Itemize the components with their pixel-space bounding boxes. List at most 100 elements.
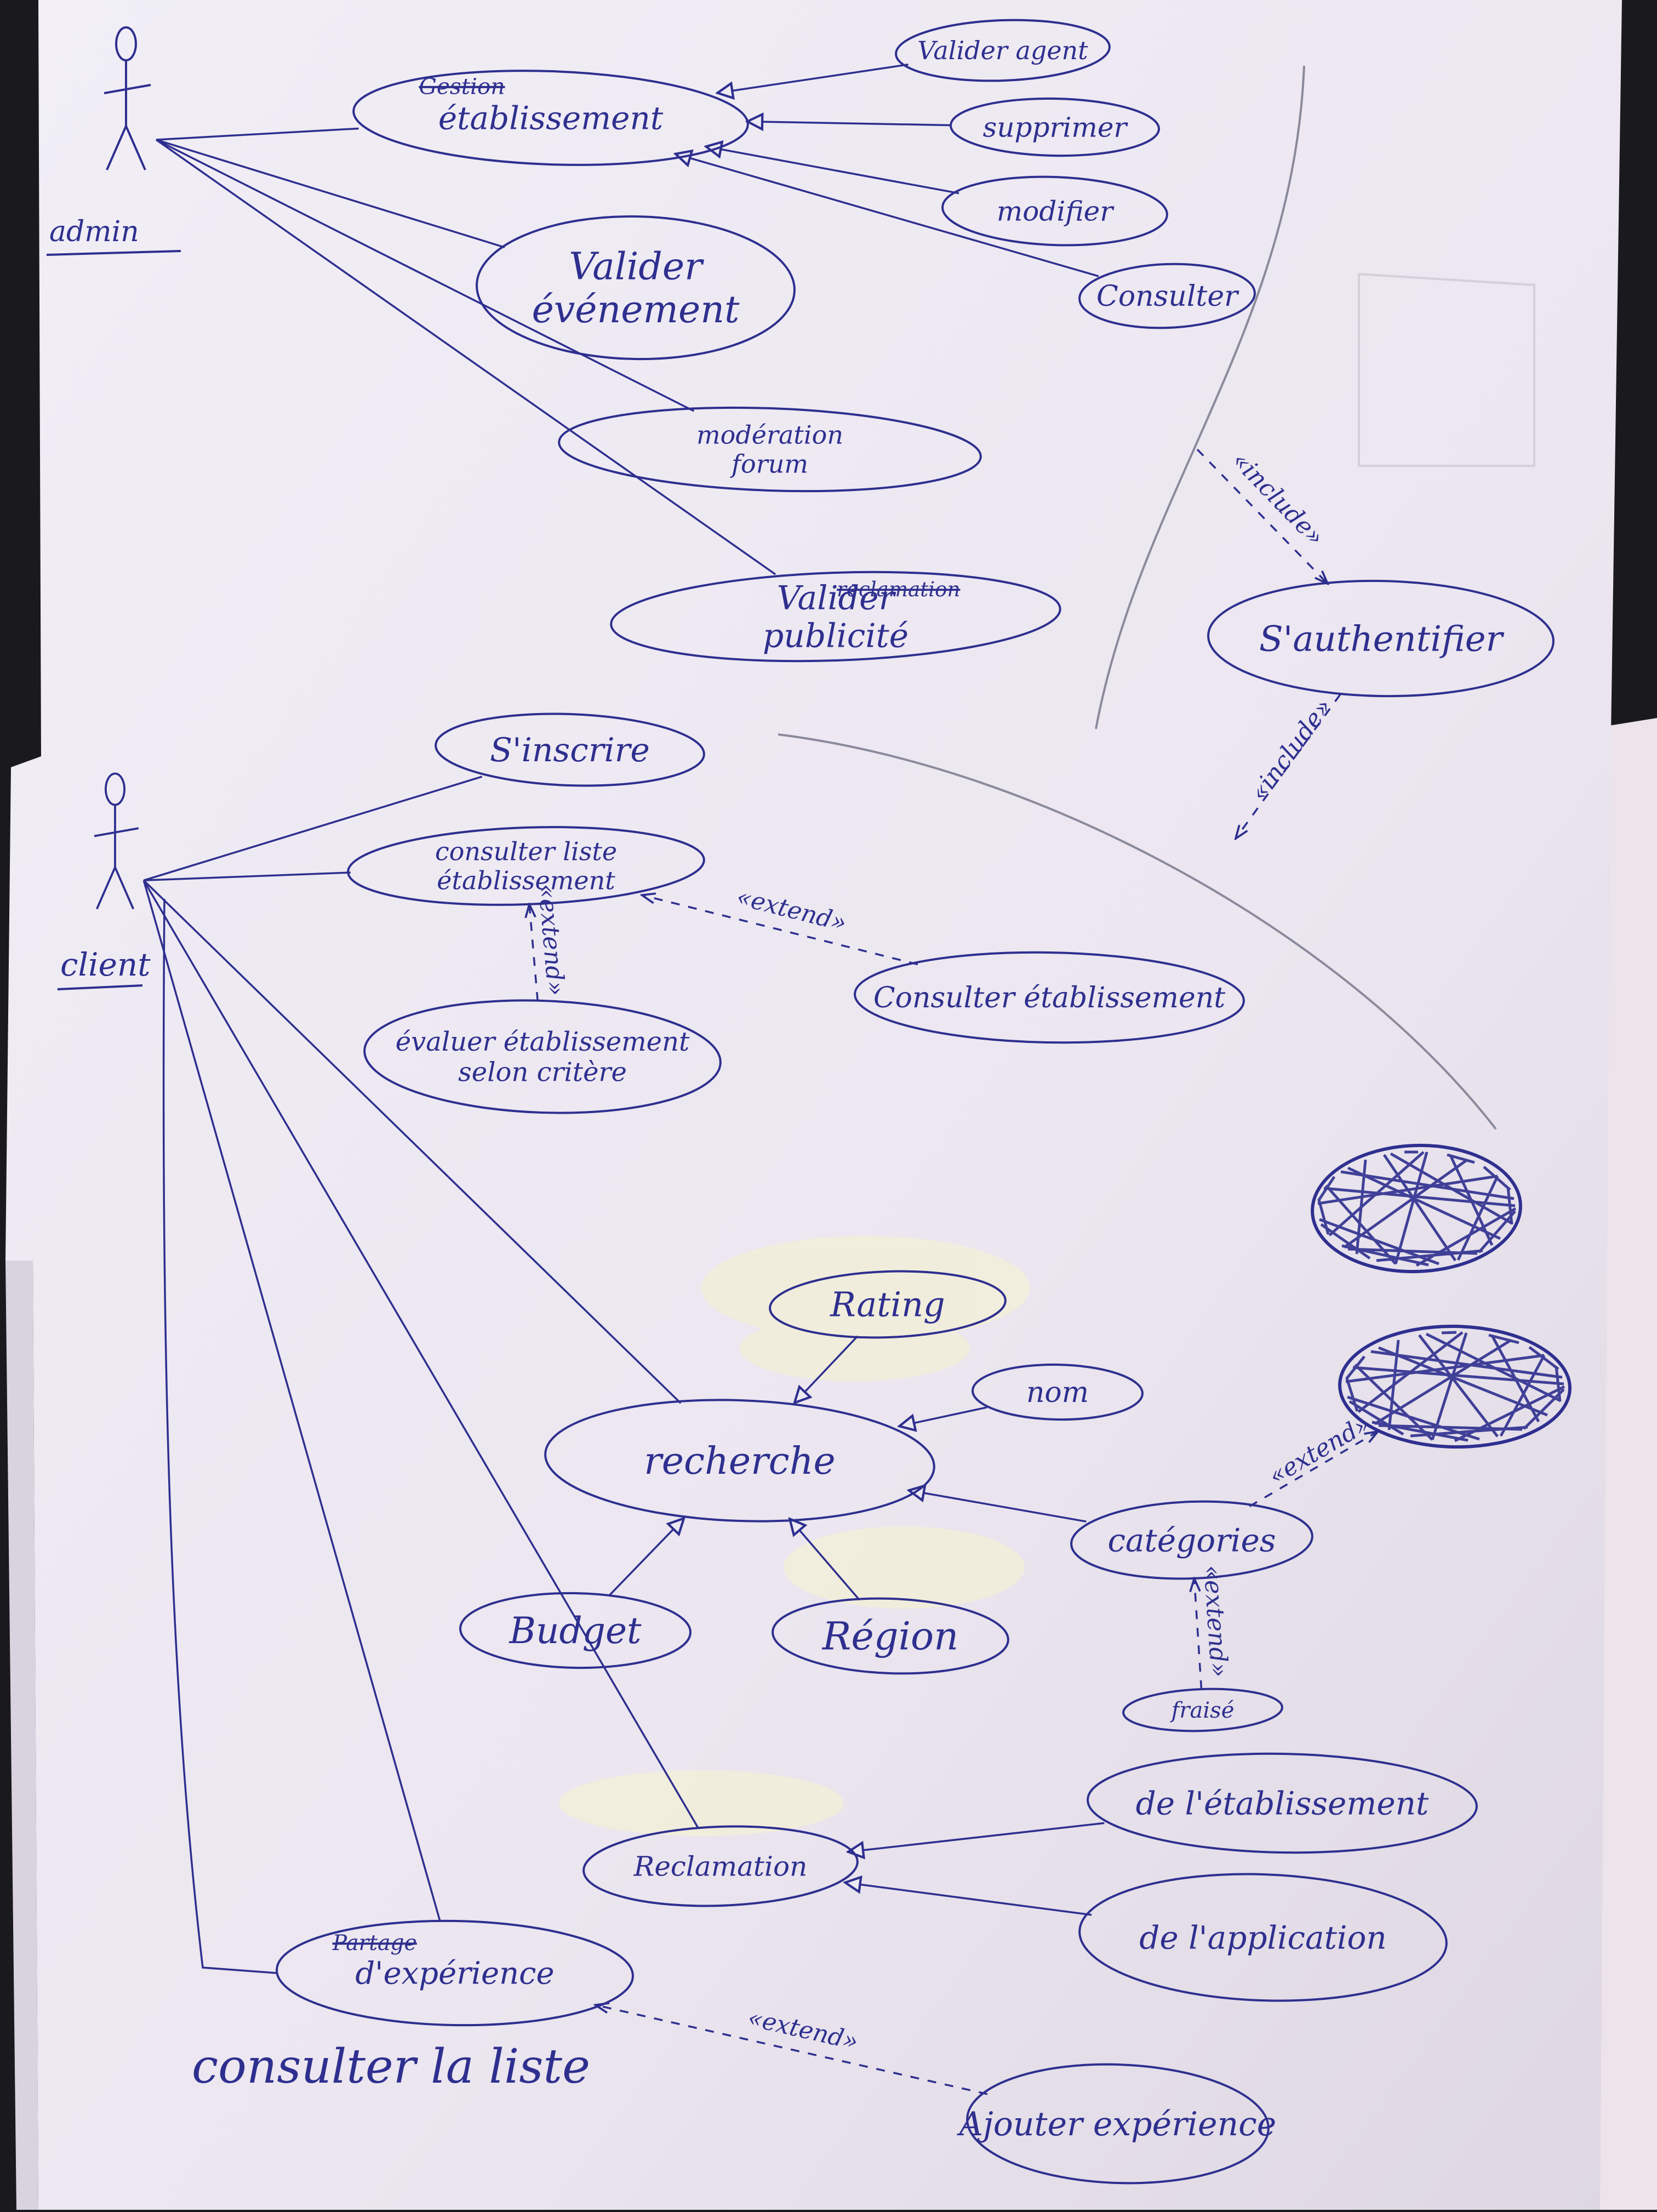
use-case-label: Consulter: [1096, 280, 1239, 313]
relation-include-authentifier-client_boundary: [1236, 694, 1341, 839]
stick-figure-icon: [104, 26, 151, 170]
use-case-ellipse: [1070, 1500, 1313, 1580]
relation-association-client-inscrire: [143, 776, 483, 881]
use-case-scribble-2: [1338, 1324, 1572, 1449]
use-case-label: établissement: [437, 866, 615, 896]
use-case-label: de l'établissement: [1136, 1785, 1429, 1822]
use-case-ellipse: [276, 1919, 634, 2027]
use-case-ellipse: [544, 1399, 935, 1523]
relation-extend-ajouter_experience-partage_experience: [596, 2005, 988, 2095]
use-case-ellipse: [363, 999, 722, 1114]
use-case-ellipse: [854, 951, 1245, 1044]
use-case-ajouter-experience: Ajouter expérience: [957, 2063, 1276, 2185]
relation-association-client-partage_experience: [142, 880, 441, 1922]
relation-generalization-supprimer-gestion_etab: [747, 122, 951, 126]
use-case-label: recherche: [644, 1440, 836, 1483]
client-side-line: [162, 898, 277, 1974]
use-case-ellipse: [459, 1592, 692, 1669]
use-case-reclamation-etab: de l'établissement: [1087, 1752, 1478, 1854]
use-case-label: catégories: [1107, 1521, 1276, 1559]
relation-generalization-modifier-gestion_etab: [706, 146, 959, 195]
use-case-fraise: fraisé: [1122, 1687, 1283, 1732]
crossed-out-prefix: Gestion: [419, 73, 505, 100]
use-case-modifier: modifier: [941, 175, 1168, 247]
relation-generalization-valider_agent-gestion_etab: [717, 63, 909, 93]
actors-layer: admin client: [46, 26, 181, 990]
stick-figure-icon: [94, 772, 139, 910]
relation-generalization-budget-recherche: [609, 1518, 684, 1596]
use-case-reclamation-app: de l'application: [1078, 1873, 1448, 2002]
use-case-consulter-etab: Consulter établissement: [854, 951, 1245, 1044]
use-case-label: supprimer: [983, 112, 1129, 144]
use-case-label: événement: [532, 288, 740, 332]
use-case-ellipse: [558, 406, 982, 493]
use-case-authentifier: S'authentifier: [1207, 579, 1555, 698]
actor-label: client: [60, 946, 151, 983]
use-case-ellipse: [895, 19, 1111, 82]
note-consulter-la-liste: consulter la liste: [192, 2039, 590, 2094]
relation-generalization-reclamation_etab-reclamation: [848, 1822, 1105, 1852]
relation-association-client-recherche: [143, 880, 682, 1404]
use-case-ellipse: [1122, 1687, 1283, 1732]
use-case-label: selon critère: [458, 1057, 627, 1087]
correction-fluid-marks: [559, 1236, 1030, 1836]
relation-generalization-reclamation_app-reclamation: [845, 1883, 1092, 1916]
use-case-ellipse: [610, 571, 1061, 663]
actor-admin: [104, 26, 151, 170]
use-case-label: Région: [821, 1614, 959, 1659]
paper-sheet: [5, 0, 1622, 2210]
relation-association-admin-valider_publicite: [155, 139, 776, 575]
use-case-ellipse: [476, 215, 796, 361]
use-case-budget: Budget: [459, 1592, 692, 1669]
use-case-label: Valider agent: [917, 36, 1088, 65]
use-case-label: modération: [696, 420, 843, 450]
crossed-out-prefix: Partage: [332, 1931, 417, 1956]
use-case-region: Région: [772, 1597, 1009, 1675]
use-case-scribble-1: [1311, 1143, 1522, 1274]
use-case-recherche: recherche: [544, 1399, 935, 1523]
use-case-label: forum: [730, 449, 808, 479]
pencil-lines: [778, 65, 1535, 1130]
use-case-label: fraisé: [1170, 1698, 1235, 1723]
use-case-consulter: Consulter: [1078, 263, 1256, 329]
relation-extend-consulter_etab-consulter_liste_etab: [642, 895, 918, 966]
actor-label: admin: [49, 215, 139, 248]
relation-generalization-rating-recherche: [795, 1335, 859, 1403]
actor-underline: [46, 250, 181, 256]
relation-extend-fraise-categories: [1195, 1578, 1203, 1690]
use-case-label: modifier: [997, 196, 1115, 227]
use-case-inscrire: S'inscrire: [435, 712, 705, 787]
use-case-ellipse: [1338, 1324, 1572, 1449]
scribble-cross-out: [1345, 1331, 1565, 1443]
use-case-label: Valider: [569, 246, 704, 289]
use-case-label: Consulter établissement: [873, 982, 1225, 1014]
actor-client: [94, 772, 139, 910]
use-case-label: Budget: [508, 1610, 642, 1652]
paper-fold-shadow: [5, 1261, 38, 2210]
relation-generalization-consulter-gestion_etab: [676, 154, 1099, 277]
use-case-label: S'authentifier: [1259, 619, 1505, 659]
relation-include-admin_boundary-authentifier: [1196, 448, 1328, 584]
use-case-ellipse: [435, 712, 705, 787]
crossed-out-word: reclamation: [837, 577, 960, 601]
use-case-ellipse: [966, 2063, 1270, 2185]
use-case-ellipse: [347, 826, 705, 906]
use-case-reclamation: Reclamation: [582, 1825, 859, 1907]
use-case-categories: catégories: [1070, 1500, 1313, 1580]
use-case-label: nom: [1026, 1376, 1089, 1409]
use-case-ellipse: [1078, 263, 1256, 329]
use-case-ellipse: [1087, 1752, 1478, 1854]
use-case-ellipse: [352, 70, 749, 166]
use-case-label: établissement: [438, 99, 664, 136]
actor-underline: [57, 984, 143, 990]
use-case-supprimer: supprimer: [950, 97, 1160, 157]
use-case-ellipse: [769, 1270, 1007, 1339]
use-case-label: S'inscrire: [490, 731, 650, 769]
